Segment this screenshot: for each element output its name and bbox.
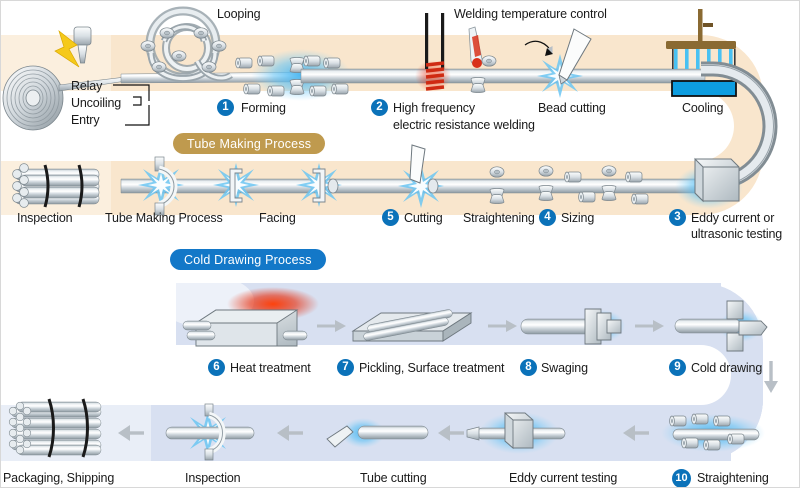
flow-arrow-left-2 [277,425,303,441]
step-label-forming: Forming [241,101,286,115]
step-label-hf-welding-line1: High frequency [393,101,475,115]
step-label-sizing: Sizing [561,211,595,225]
step-badge-9: 9 [669,359,686,376]
tube-cutting-icon [326,418,429,448]
step-badge-3: 3 [669,209,686,226]
steel-coil-icon [2,65,127,131]
step-badge-4: 4 [539,209,556,226]
step-badge-6: 6 [208,359,225,376]
flow-arrow-left-3 [438,425,464,441]
section-badge-label: Cold Drawing Process [184,252,312,267]
flow-arrow-8-9 [635,320,664,332]
flow-arrow-left-1 [118,425,144,441]
section-badge-tube-making: Tube Making Process [173,133,326,154]
label-facing: Facing [259,211,296,225]
packaged-bundle-icon [8,398,102,458]
label-eddy-current-testing: Eddy current testing [509,471,618,485]
straightening-rolls-row4-icon [661,413,765,452]
looping-accumulator-icon [140,6,233,82]
step-badge-5: 5 [382,209,399,226]
label-entry: Entry [71,113,100,127]
step-label-pickling: Pickling, Surface treatment [359,361,505,375]
label-straightening: Straightening [463,211,535,225]
label-cooling: Cooling [682,101,724,115]
step-label-swaging: Swaging [541,361,588,375]
step-badge-2: 2 [371,99,388,116]
entry-welder-icon [54,26,92,68]
label-uncoiling: Uncoiling [71,96,122,110]
step-label-hf-welding-line2: electric resistance welding [393,118,535,132]
step-label-cutting: Cutting [404,211,443,225]
label-tube-cutting: Tube cutting [360,471,427,485]
step-label-heat-treatment: Heat treatment [230,361,311,375]
eddy-current-testing-icon [466,412,566,454]
step-badge-1: 1 [217,99,234,116]
pickling-tray-icon [351,309,473,342]
heat-treatment-furnace-icon [182,287,319,347]
flow-arrow-6-7 [317,320,346,332]
facing-station-icon [213,163,342,207]
section-badge-cold-drawing: Cold Drawing Process [170,249,326,270]
cold-drawing-icon [674,300,768,352]
bead-cutting-icon [524,28,592,98]
step-label-straightening-final: Straightening [697,471,769,485]
step-label-eddy-testing-line1: Eddy current or [691,211,775,225]
label-inspection: Inspection [17,211,73,225]
eddy-current-tester-icon [675,157,743,209]
thermometer-icon [468,26,483,68]
cutting-blade-icon [398,144,444,208]
step-badge-8: 8 [520,359,537,376]
step-badge-10: 10 [672,469,691,487]
step-label-cold-drawing: Cold drawing [691,361,763,375]
tube-run-row1 [300,68,706,84]
flow-arrow-down [764,361,778,393]
label-packaging-shipping: Packaging, Shipping [3,471,115,485]
label-welding-temperature-control: Welding temperature control [454,7,607,21]
flow-arrow-left-4 [623,425,649,441]
section-badge-label: Tube Making Process [187,136,312,151]
step-label-eddy-testing-line2: ultrasonic testing [691,227,783,241]
label-relay: Relay [71,79,103,93]
tube-making-station-icon [138,156,184,216]
label-looping: Looping [217,7,261,21]
step-badge-7: 7 [337,359,354,376]
label-bead-cutting: Bead cutting [538,101,606,115]
swaging-icon [520,308,625,345]
flow-arrow-7-8 [488,320,517,332]
tube-bundle-icon [12,163,100,208]
label-tube-making-process: Tube Making Process [105,211,223,225]
label-inspection-final: Inspection [185,471,241,485]
entry-bracket [113,84,150,126]
hf-welding-coil-icon [415,13,451,92]
final-inspection-icon [165,403,255,461]
cooling-station-icon [666,9,737,97]
